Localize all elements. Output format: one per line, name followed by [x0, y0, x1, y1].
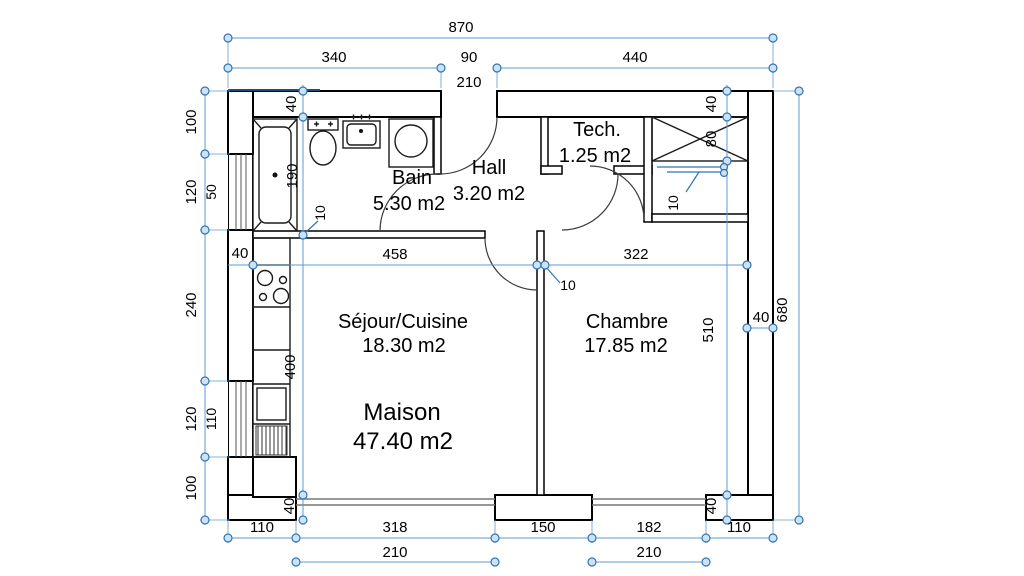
room-area-sejour: 18.30 m2 [362, 335, 445, 357]
bathtub-icon [252, 118, 298, 232]
dim-210-right: 210 [636, 544, 661, 561]
bottom-window-left [296, 498, 495, 506]
chambre-top-wall [651, 213, 749, 223]
room-area-bain: 5.30 m2 [373, 193, 445, 215]
dim-40-topleft: 40 [283, 96, 300, 113]
bottom-wall-left-pier [252, 456, 297, 498]
dim-210-left: 210 [382, 544, 407, 561]
top-wall-left [227, 90, 442, 118]
bottom-wall-center [494, 494, 593, 521]
tech-door-arc [561, 173, 619, 231]
dim-100-bottom: 100 [183, 475, 200, 500]
dimension-markers [200, 33, 804, 567]
appliance-hatch-icon [255, 425, 288, 456]
dim-510: 510 [700, 317, 717, 342]
dim-40-bottomright: 40 [703, 498, 720, 515]
bottom-wall-right [705, 494, 774, 521]
room-labels: Bain 5.30 m2 Hall 3.20 m2 Tech. 1.25 m2 … [338, 119, 668, 455]
room-label-bain: Bain [392, 167, 432, 189]
dim-110-br: 110 [727, 519, 751, 536]
stove-icon [256, 269, 290, 305]
washing-machine-icon [388, 118, 434, 168]
dim-318: 318 [382, 519, 407, 536]
dim-210-door: 210 [456, 74, 481, 91]
dim-870: 870 [448, 19, 473, 36]
dim-40-bottomleft: 40 [281, 498, 298, 515]
left-window-lower [228, 381, 253, 457]
dim-120-bottom: 120 [183, 406, 200, 431]
dim-440: 440 [622, 49, 647, 66]
dim-240: 240 [183, 292, 200, 317]
room-area-chambre: 17.85 m2 [584, 335, 667, 357]
dim-400: 400 [282, 354, 299, 379]
room-label-sejour: Séjour/Cuisine [338, 311, 468, 333]
dim-10-bain: 10 [312, 205, 328, 221]
room-area-hall: 3.20 m2 [453, 183, 525, 205]
room-area-tech: 1.25 m2 [559, 145, 631, 167]
dim-10-closet: 10 [665, 195, 681, 211]
bain-sejour-wall [252, 230, 486, 239]
bottom-window-right [592, 498, 706, 506]
dim-182: 182 [636, 519, 661, 536]
dim-40-topright: 40 [703, 96, 720, 113]
dim-10-wall: 10 [560, 277, 576, 293]
dim-100-top: 100 [183, 109, 200, 134]
tech-bottom-wall-left [540, 165, 563, 175]
room-label-tech: Tech. [573, 119, 621, 141]
exterior-walls [227, 89, 774, 521]
dim-150: 150 [530, 519, 555, 536]
bain-door-arc [379, 173, 438, 232]
room-label-chambre: Chambre [586, 311, 668, 333]
entrance-door-arc [439, 116, 498, 175]
dim-120-top: 120 [183, 179, 200, 204]
left-wall-upper [227, 90, 254, 155]
sejour-chambre-wall [536, 230, 545, 496]
interior-walls [252, 116, 749, 496]
doors [379, 116, 645, 291]
left-window-upper [228, 154, 253, 230]
top-wall-right [496, 90, 774, 118]
dim-190: 190 [284, 163, 301, 188]
dim-110-bl: 110 [250, 519, 274, 536]
chambre-door-arc [589, 165, 645, 221]
kitchen-counter [252, 237, 291, 458]
room-label-hall: Hall [472, 157, 506, 179]
dim-110-window: 110 [203, 408, 219, 431]
plan-title-area: 47.40 m2 [353, 428, 453, 455]
bain-hall-wall [433, 116, 442, 175]
sink-icon [342, 114, 381, 149]
dim-40-rightwall: 40 [753, 309, 770, 326]
dim-458: 458 [382, 246, 407, 263]
dim-322: 322 [623, 246, 648, 263]
sejour-door-arc [484, 237, 538, 291]
right-wall [747, 90, 774, 521]
dim-90: 90 [461, 49, 478, 66]
dimension-labels: 870 340 90 440 210 100 120 50 240 120 11… [183, 19, 791, 561]
toilet-icon [307, 118, 339, 166]
dim-50: 50 [203, 184, 219, 200]
dim-40-leftwall: 40 [232, 245, 249, 262]
closet-icon [651, 116, 749, 162]
dim-80: 80 [703, 131, 720, 148]
fixtures [252, 114, 749, 458]
kitchen-sink-icon [256, 387, 287, 421]
plan-title: Maison [363, 399, 440, 426]
dim-340: 340 [321, 49, 346, 66]
dim-680: 680 [774, 297, 791, 322]
tech-right-wall [643, 116, 653, 223]
